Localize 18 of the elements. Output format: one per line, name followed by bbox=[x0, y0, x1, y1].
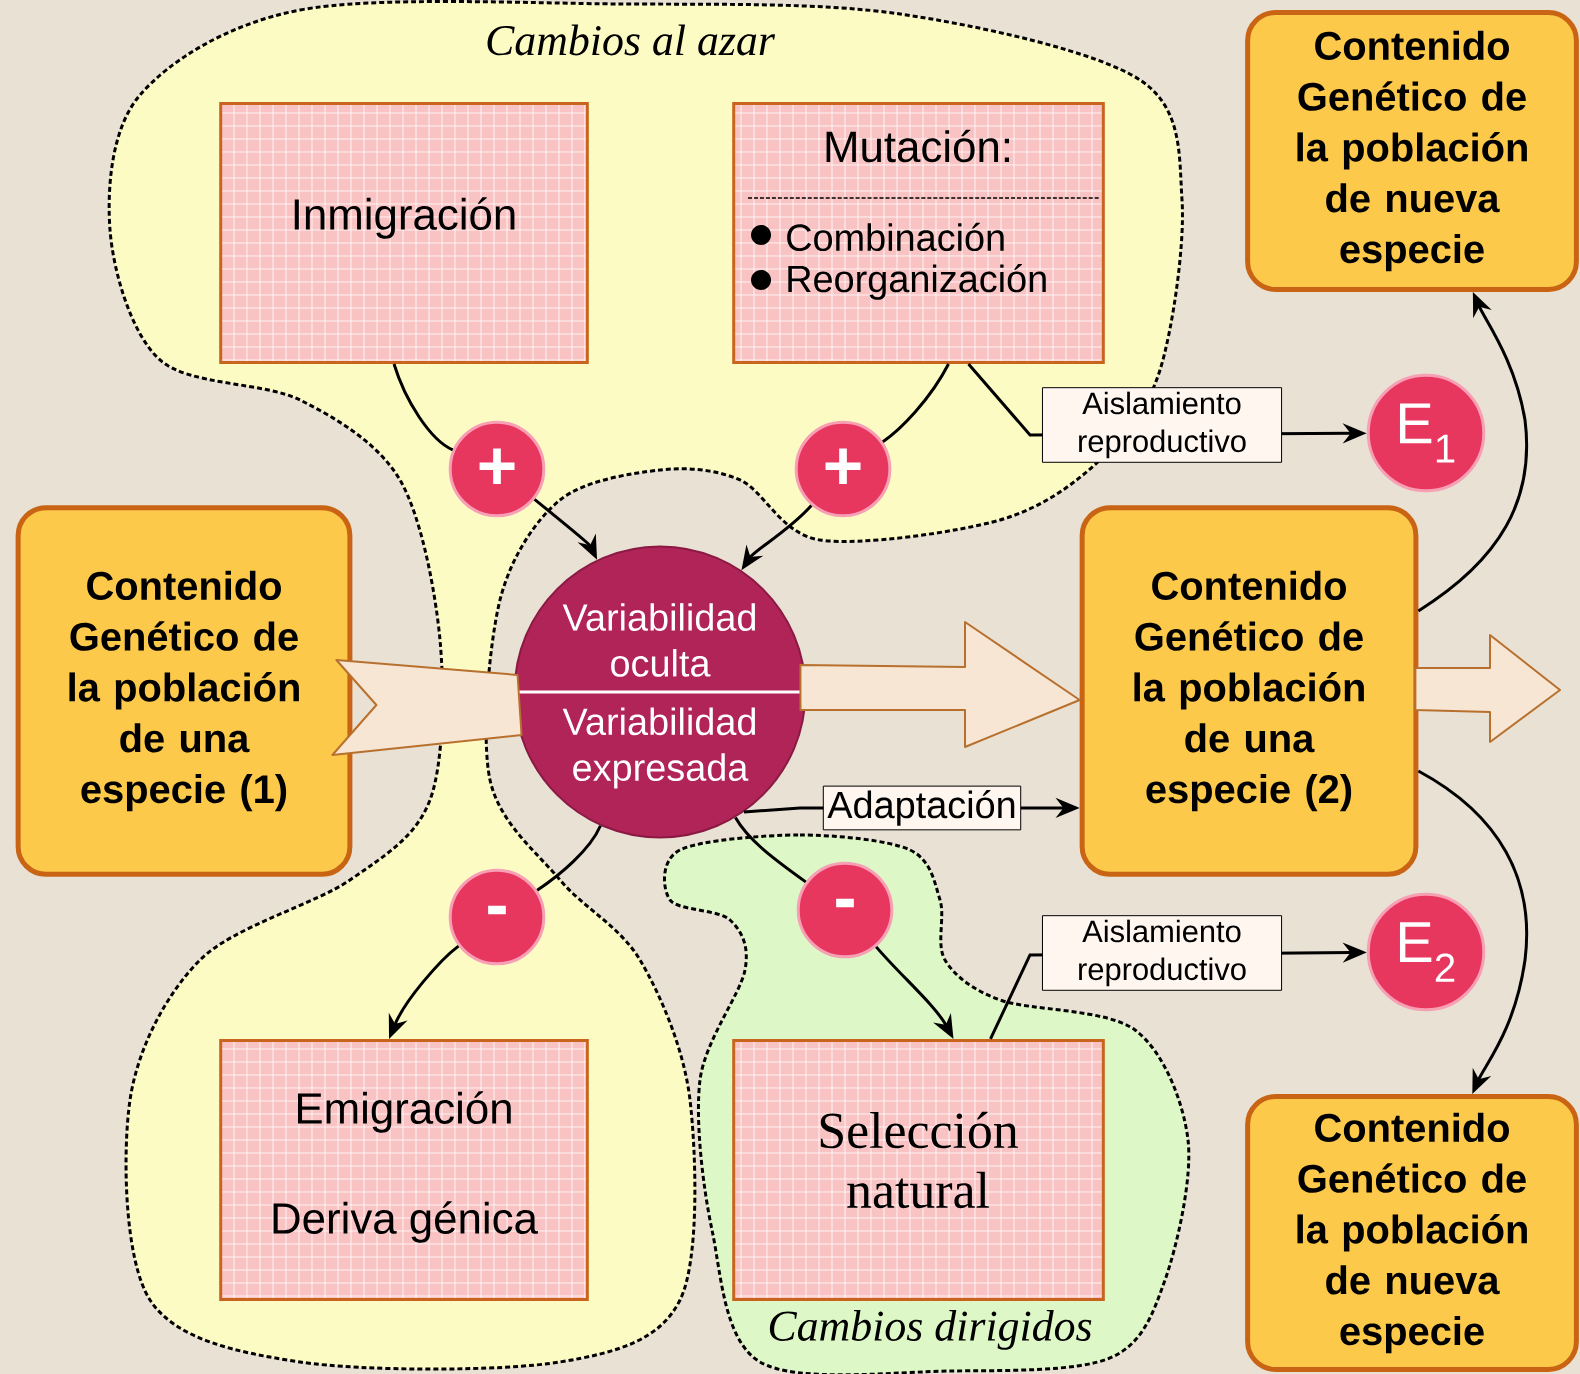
block-arrow bbox=[331, 659, 523, 756]
process-box: Mutación: Combinación Reorganización bbox=[732, 101, 1105, 364]
connector-line bbox=[536, 825, 602, 892]
block-arrow bbox=[1414, 634, 1561, 743]
rounded-box: Contenido Genético de la población de nueva especie bbox=[1245, 1094, 1579, 1372]
process-box: Emigración Deriva génica bbox=[219, 1038, 589, 1301]
rounded-box: Contenido Genético de la población de nueva especie bbox=[1245, 10, 1579, 292]
edge-label: Aislamiento reproductivo bbox=[1041, 915, 1283, 991]
rounded-box: Contenido Genético de la población de una especie (1) bbox=[15, 505, 353, 877]
rounded-box: Contenido Genético de la población de una especie (2) bbox=[1079, 505, 1419, 877]
block-arrow bbox=[799, 621, 1081, 748]
process-box: Selección natural bbox=[732, 1038, 1105, 1301]
edge-label: Aislamiento reproductivo bbox=[1041, 387, 1283, 463]
connector-line bbox=[882, 363, 950, 443]
process-box: Inmigración bbox=[219, 101, 589, 364]
edge-label: Adaptación bbox=[822, 785, 1022, 831]
connector-line bbox=[392, 363, 454, 452]
connector-line bbox=[734, 816, 807, 884]
